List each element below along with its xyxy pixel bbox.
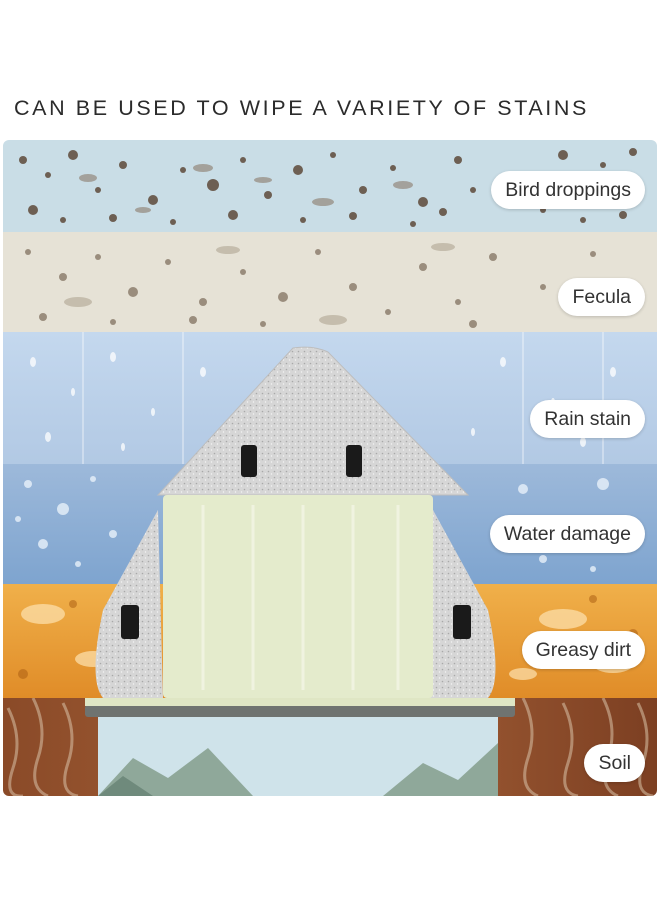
stain-label-water-damage: Water damage (489, 515, 645, 553)
bird-droppings-texture (19, 148, 637, 227)
stain-band-fecula: Fecula (3, 232, 657, 332)
stain-label-rain-stain: Rain stain (530, 400, 645, 438)
soil-texture (6, 698, 654, 796)
rain-stain-texture (30, 332, 616, 464)
fecula-texture (25, 243, 596, 328)
stain-label-bird-droppings: Bird droppings (491, 171, 645, 209)
stain-label-greasy-dirt: Greasy dirt (521, 631, 645, 669)
stain-comparison-panel: Bird droppings Fecula (3, 140, 657, 796)
stain-band-soil: Soil (3, 698, 657, 796)
stain-band-water-damage: Water damage (3, 464, 657, 584)
stain-band-rain-stain: Rain stain (3, 332, 657, 464)
stain-band-greasy-dirt: Greasy dirt (3, 584, 657, 698)
stain-label-soil: Soil (584, 744, 645, 782)
stain-label-fecula: Fecula (558, 278, 645, 316)
stain-band-bird-droppings: Bird droppings (3, 140, 657, 232)
headline: CAN BE USED TO WIPE A VARIETY OF STAINS (14, 96, 589, 120)
